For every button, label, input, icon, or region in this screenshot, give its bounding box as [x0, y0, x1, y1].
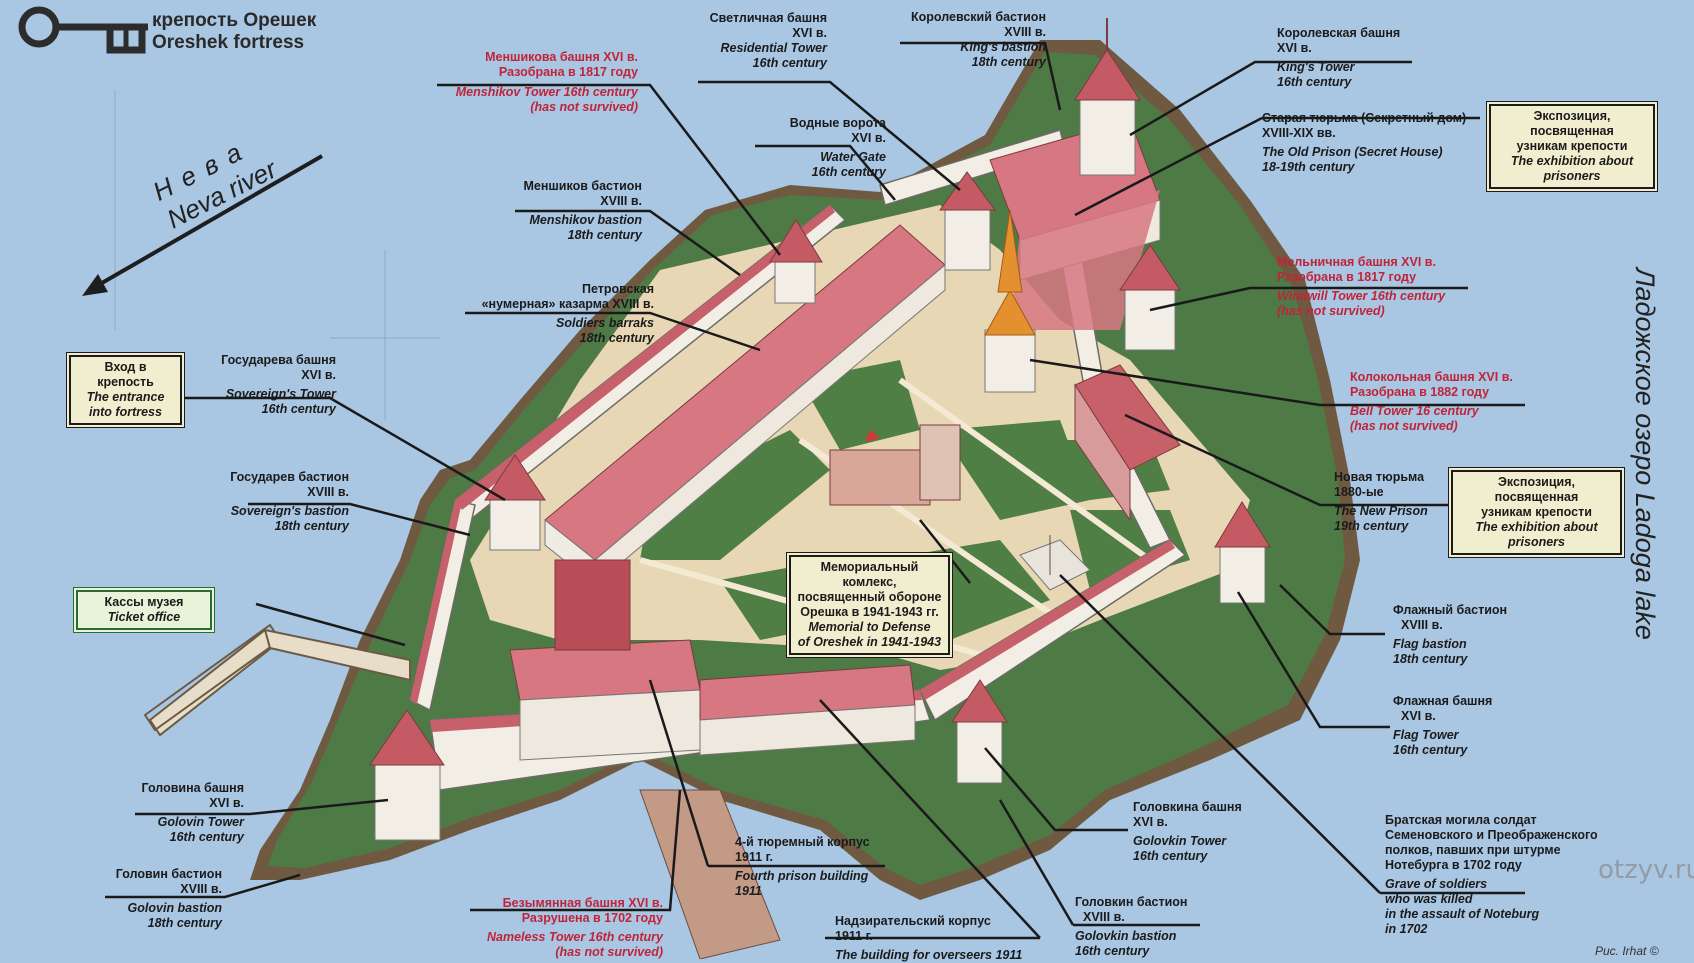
nameless-tower-ruin: [639, 789, 781, 959]
label-bell-tower: Колокольная башня XVI в.Разобрана в 1882…: [1350, 370, 1513, 433]
memorial-ruin: [829, 424, 961, 506]
entrance-bridge: [143, 623, 411, 737]
label-windmill-tower: Мельничная башня XVI в.Разобрана в 1817 …: [1277, 255, 1446, 318]
title-ru: крепость Орешек: [152, 10, 317, 31]
label-nameless-tower: Безымянная башня XVI в.Разрушена в 1702 …: [487, 896, 663, 959]
title-en: Oreshek fortress: [152, 32, 305, 53]
key-icon: [18, 6, 148, 54]
neva-arrow: [82, 154, 323, 296]
box-ticket-office: Кассы музея Ticket office: [76, 590, 212, 630]
towers: [369, 18, 1271, 841]
map-title: крепость Орешек Oreshek fortress: [152, 10, 316, 54]
fourth-prison: [509, 559, 916, 761]
leader-lines: [105, 41, 1525, 940]
label-menshikov-tower: Меншикова башня XVI в.Разобрана в 1817 г…: [455, 50, 638, 114]
ladoga-lake-label: Ладожское озеро Ladoga lake: [1630, 268, 1660, 640]
watermark: otzyv.ru: [1598, 855, 1694, 885]
label-soldiers-barracks: Петровская«нумерная» казарма XVIII в. So…: [481, 282, 654, 345]
box-memorial: Мемориальный комлекс,посвященный обороне…: [789, 555, 950, 655]
grave-monument: [1019, 535, 1091, 591]
credit: Рис. Irhat ©: [1595, 944, 1659, 958]
label-old-prison: Старая тюрьма (Секретный дом)XVIII-XIX в…: [1262, 111, 1467, 174]
